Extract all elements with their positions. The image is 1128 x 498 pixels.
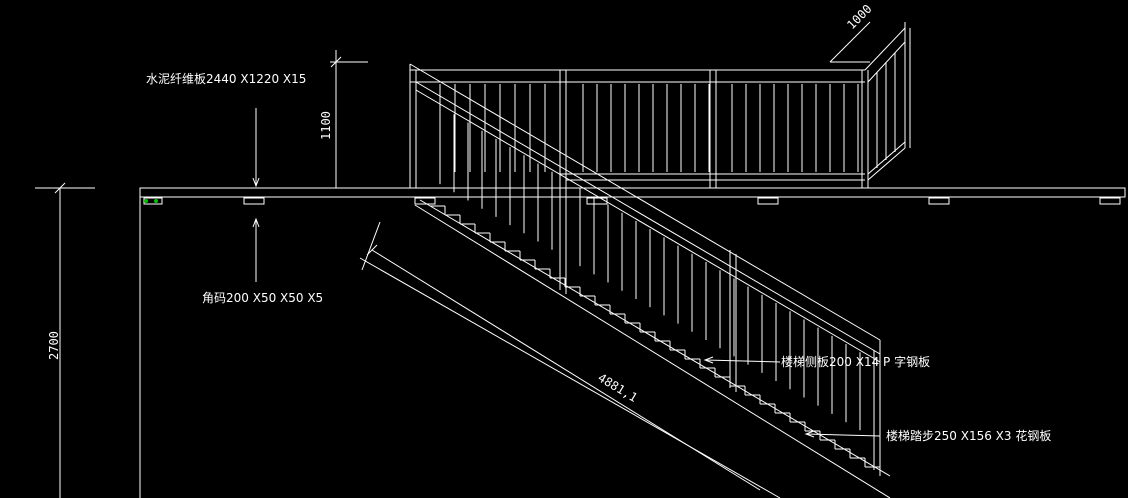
stair-handrail (409, 63, 881, 470)
stair-balusters (439, 106, 861, 431)
floor-slab (139, 187, 1126, 498)
dimension-4881 (361, 221, 761, 491)
dimension-text-landing-width: 1000 (844, 2, 874, 32)
dimension-text-stair-length: 4881,1 (595, 371, 639, 405)
stair-steps (430, 205, 881, 476)
upper-railing (409, 64, 869, 188)
side-railing (829, 21, 911, 181)
annotation-top-board: 水泥纤维板2440 X1220 X15 (146, 72, 306, 86)
leader-lines (252, 108, 881, 438)
annotation-bracket: 角码200 X50 X50 X5 (202, 291, 323, 305)
stair-stringer (359, 199, 891, 498)
dimension-text-floor-height: 2700 (47, 331, 61, 360)
dimension-text-rail-height: 1100 (319, 111, 333, 140)
dimension-1100 (330, 50, 368, 189)
annotation-tread: 楼梯踏步250 X156 X3 花钢板 (886, 428, 1051, 443)
dimension-2700 (35, 182, 95, 498)
annotation-stringer: 楼梯侧板200 X14 P 字钢板 (781, 354, 930, 369)
slab-brackets (143, 197, 1121, 205)
green-markers (144, 199, 158, 203)
